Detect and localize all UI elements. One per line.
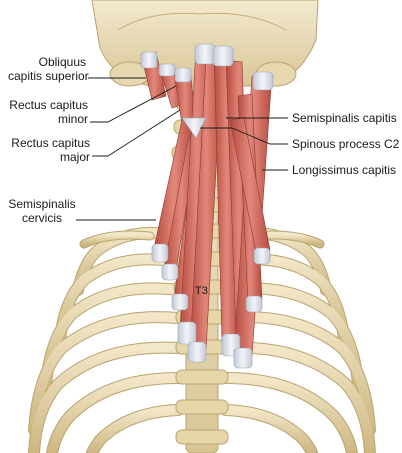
label-line: minor [57, 112, 88, 126]
label-semispinalis-capitis: Semispinalis capitis [292, 111, 397, 125]
leader-lines [76, 77, 288, 221]
label-rectus-capitus-major: Rectus capitus major [4, 136, 90, 164]
muscles-right [213, 47, 273, 357]
label-line: Rectus capitus [9, 98, 88, 112]
label-semispinalis-cervicis: Semispinalis cervicis [6, 197, 78, 225]
leader-spinous-c2 [200, 127, 288, 145]
label-vertebra-t3: T3 [195, 285, 208, 297]
label-line: Semispinalis [8, 197, 76, 211]
label-line: Obliquus [38, 55, 86, 69]
label-line: Rectus capitus [11, 136, 90, 150]
label-obliquus-capitis-superior: Obliquus capitis superior [8, 55, 89, 83]
leader-rectus-minor [90, 85, 177, 123]
tendons [140, 43, 274, 369]
label-rectus-capitus-minor: Rectus capitus minor [4, 98, 88, 126]
label-spinous-process-c2: Spinous process C2 [292, 137, 400, 151]
label-line: capitis superior [8, 69, 89, 83]
label-longissimus-capitis: Longissimus capitis [292, 163, 397, 177]
rib-cage [28, 227, 376, 453]
label-line: cervicis [21, 211, 62, 225]
leader-rectus-major [92, 109, 181, 157]
label-line: major [59, 150, 90, 164]
